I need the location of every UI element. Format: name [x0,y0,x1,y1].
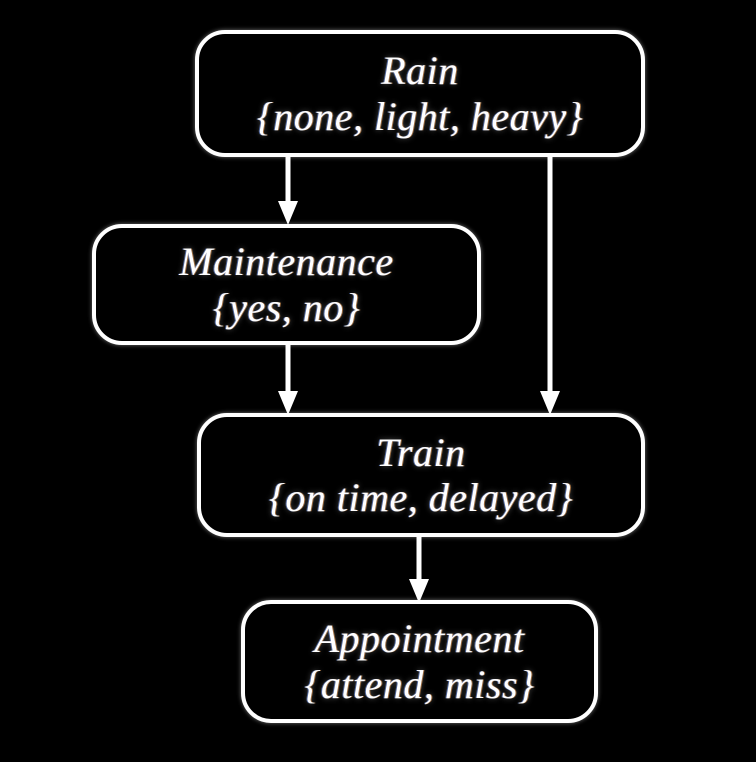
node-train-states: {on time, delayed} [268,475,574,520]
node-train[interactable]: Train {on time, delayed} [197,413,645,537]
node-maintenance[interactable]: Maintenance {yes, no} [92,224,481,345]
node-rain[interactable]: Rain {none, light, heavy} [195,30,645,157]
node-appointment-states: {attend, miss} [304,661,535,707]
node-train-title: Train [376,429,466,475]
node-maintenance-states: {yes, no} [212,284,361,330]
edge-rain-to-train [524,155,576,417]
edge-rain-to-maintenance [262,155,314,227]
node-appointment[interactable]: Appointment {attend, miss} [241,600,598,723]
node-rain-states: {none, light, heavy} [256,93,584,139]
node-rain-title: Rain [381,48,459,94]
node-appointment-title: Appointment [314,616,525,662]
edge-train-to-appointment [393,535,445,605]
node-maintenance-title: Maintenance [179,239,394,285]
edge-maintenance-to-train [262,343,314,417]
